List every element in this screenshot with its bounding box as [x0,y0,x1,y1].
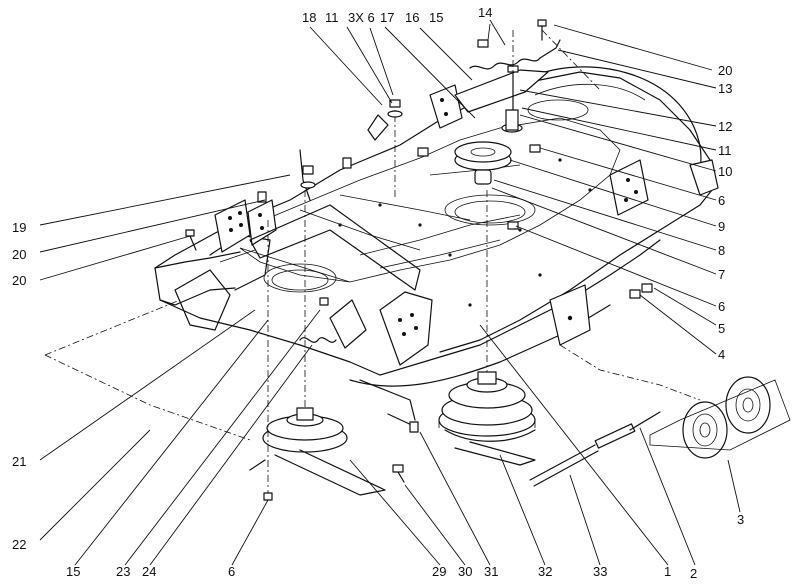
callout-24: 24 [142,564,156,579]
callout-14: 14 [478,5,492,20]
callout-6-right: 6 [718,299,725,314]
callout-17: 17 [380,10,394,25]
callout-5: 5 [718,321,725,336]
callout-20-left-lower: 20 [12,273,26,288]
callout-19: 19 [12,220,26,235]
callout-33: 33 [593,564,607,579]
callout-1: 1 [664,564,671,579]
callout-15-bottom: 15 [66,564,80,579]
callout-8: 8 [718,243,725,258]
deck-housing [154,66,713,387]
callout-2: 2 [690,566,697,581]
left-spindle-assembly [249,407,386,496]
callout-20-left-upper: 20 [12,247,26,262]
callout-21: 21 [12,454,26,469]
callout-16: 16 [405,10,419,25]
callout-20-top: 20 [718,63,732,78]
callout-6-upper-right: 6 [718,193,725,208]
callout-32: 32 [538,564,552,579]
callout-3: 3 [737,512,744,527]
callout-31: 31 [484,564,498,579]
right-front-brackets [329,291,433,421]
callout-22: 22 [12,537,26,552]
callout-9: 9 [718,219,725,234]
callout-3x6: 3X 6 [348,10,375,25]
right-side-hardware [549,283,701,401]
callout-15-top: 15 [429,10,443,25]
callout-12: 12 [718,119,732,134]
center-spindle-assembly [438,371,536,466]
callout-29: 29 [432,564,446,579]
callout-30: 30 [458,564,472,579]
callout-23: 23 [116,564,130,579]
idler-pulley-assembly [454,19,561,185]
callout-labels: 18 11 3X 6 17 15 14 16 20 13 12 11 10 6 … [12,5,744,581]
leader-lines [39,19,741,566]
assembly-centerlines [44,29,601,495]
callout-18: 18 [302,10,316,25]
callout-7: 7 [718,267,725,282]
callout-11-right: 11 [718,143,732,158]
callout-6-bottom: 6 [228,564,235,579]
callout-10: 10 [718,164,732,179]
callout-11: 11 [325,10,339,25]
callout-13: 13 [718,81,732,96]
anti-scalp-wheels [529,376,791,487]
callout-4: 4 [718,347,725,362]
left-mounting-brackets [214,149,421,291]
